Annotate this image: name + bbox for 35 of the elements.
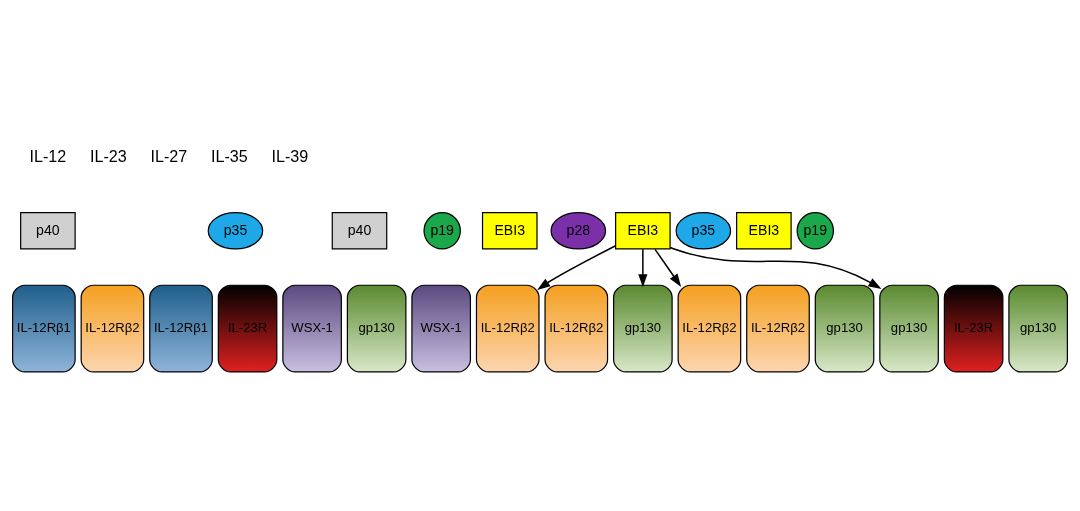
node-circle: p19 — [796, 211, 835, 250]
node-box: gp130 — [1008, 284, 1068, 373]
node-circle: p19 — [423, 211, 461, 250]
node-box: WSX-1 — [411, 284, 472, 373]
node-box: IL-12Rβ2 — [544, 284, 609, 373]
label: IL-27 — [150, 146, 188, 165]
node-box: EBI3 — [736, 211, 792, 250]
node-box: gp130 — [346, 284, 407, 373]
node-ellipse: p35 — [207, 211, 264, 250]
node-box: gp130 — [814, 284, 875, 373]
node-box: EBI3 — [481, 211, 538, 250]
label: IL-12 — [29, 146, 67, 165]
label: IL-39 — [271, 146, 309, 165]
node-box: IL-12Rβ1 — [149, 284, 213, 373]
node-box: IL-12Rβ1 — [12, 284, 76, 373]
arrow — [638, 248, 648, 287]
arrow — [669, 246, 882, 289]
node-box: IL-12Rβ2 — [80, 284, 145, 373]
label: IL-35 — [211, 146, 248, 165]
node-box: IL-23R — [943, 284, 1004, 373]
node-ellipse: p35 — [675, 211, 732, 250]
node-box: p40 — [331, 211, 388, 250]
node-box: gp130 — [879, 284, 939, 373]
arrow — [654, 248, 682, 287]
node-box: IL-12Rβ2 — [746, 284, 810, 373]
label: IL-23 — [90, 146, 127, 165]
node-box: IL-23R — [217, 284, 278, 373]
node-box: EBI3 — [615, 211, 671, 250]
node-ellipse: p28 — [550, 211, 607, 250]
node-box: gp130 — [613, 284, 673, 373]
node-box: IL-12Rβ2 — [677, 284, 742, 373]
node-box: WSX-1 — [282, 284, 342, 373]
arrow — [537, 244, 617, 290]
node-box: IL-12Rβ2 — [475, 284, 540, 373]
node-box: p40 — [20, 211, 76, 250]
